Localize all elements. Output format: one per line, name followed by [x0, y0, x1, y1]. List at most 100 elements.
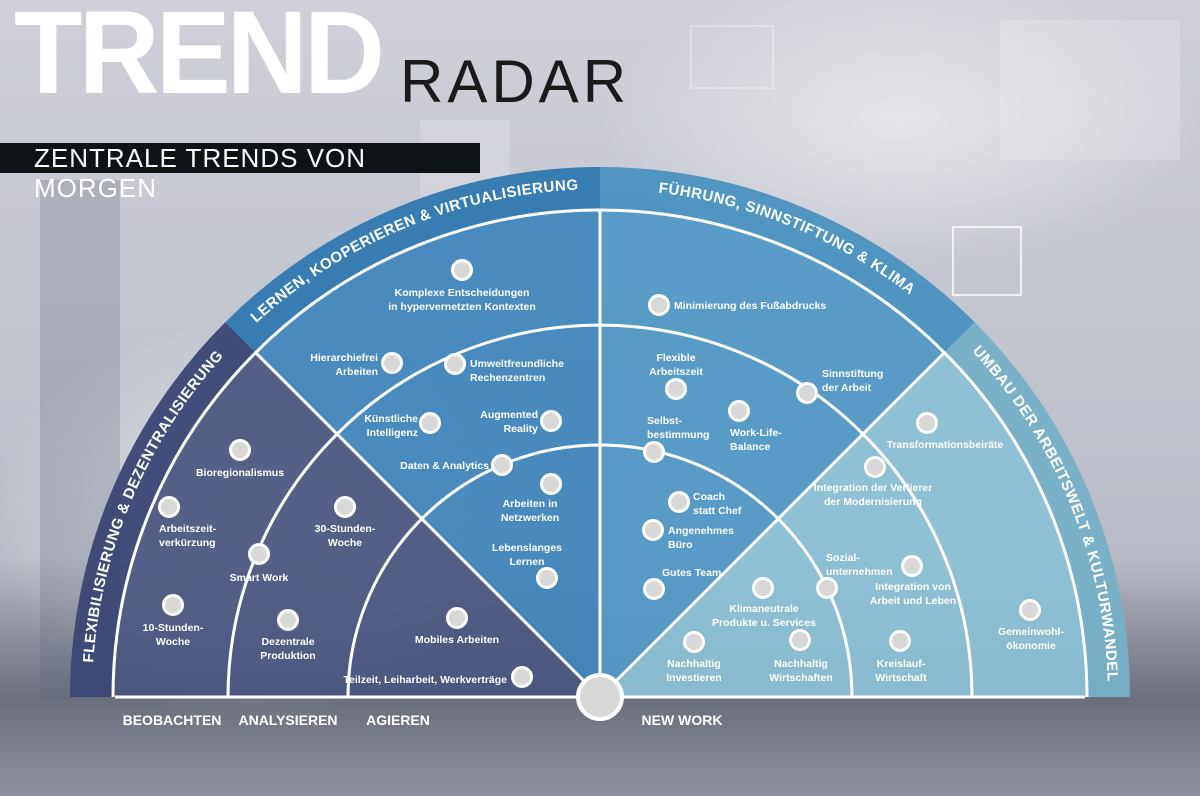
trend-label-line: in hypervernetzten Kontexten [388, 301, 536, 313]
trend-dot[interactable] [916, 412, 938, 434]
trend-item[interactable]: Minimierung des Fußabdrucks [648, 294, 827, 316]
trend-dot[interactable] [540, 410, 562, 432]
sector-divider [598, 351, 946, 699]
trend-label-line: Dezentrale [261, 636, 314, 648]
sector-fuehrung [600, 210, 945, 697]
trend-dot[interactable] [642, 519, 664, 541]
trend-label: Daten & Analytics [400, 460, 489, 472]
trend-dot[interactable] [648, 294, 670, 316]
trend-dot[interactable] [419, 412, 441, 434]
trend-dot[interactable] [752, 577, 774, 599]
trend-item[interactable]: Daten & Analytics [400, 454, 513, 476]
trend-dot[interactable] [451, 259, 473, 281]
trend-label-line: Integration der Verlierer [814, 482, 932, 494]
trend-dot[interactable] [446, 607, 468, 629]
trend-item[interactable]: Work-Life-Balance [728, 400, 783, 454]
trend-dot[interactable] [643, 578, 665, 600]
trend-dot[interactable] [864, 456, 886, 478]
trend-dot[interactable] [381, 352, 403, 374]
trend-item[interactable]: Gutes Team [643, 567, 722, 600]
trend-dot[interactable] [162, 594, 184, 616]
sector-divider [254, 351, 602, 699]
trend-item[interactable]: Kreislauf-Wirtschaft [875, 630, 927, 685]
trend-item[interactable]: Mobiles Arbeiten [415, 607, 499, 647]
trend-label-line: Produkte u. Services [712, 617, 816, 629]
trend-label-line: Angenehmes [668, 525, 734, 537]
trend-item[interactable]: Bioregionalismus [196, 439, 284, 480]
sector-band-lernen [225, 167, 600, 353]
trend-item[interactable]: Sozial-unternehmen [816, 552, 893, 599]
trend-dot[interactable] [248, 543, 270, 565]
trend-dot[interactable] [901, 555, 923, 577]
trend-item[interactable]: 30-Stunden-Woche [315, 496, 376, 550]
trend-label-line: Arbeitszeit- [159, 523, 217, 535]
stage-label-beobachten: BEOBACHTEN [123, 712, 222, 728]
trend-dot[interactable] [511, 666, 533, 688]
trend-dot[interactable] [444, 353, 466, 375]
trend-item[interactable]: Arbeitszeit-verkürzung [158, 496, 217, 550]
trend-label-line: Umweltfreundliche [470, 358, 564, 370]
sector-umbau [600, 352, 1087, 697]
stage-label-new-work: NEW WORK [642, 712, 723, 728]
trend-dot[interactable] [728, 400, 750, 422]
trend-dot[interactable] [816, 577, 838, 599]
trend-label: Sozial-unternehmen [826, 552, 893, 578]
trend-item[interactable]: Transformationsbeiräte [887, 412, 1004, 452]
stage-label-analysieren: ANALYSIEREN [238, 712, 337, 728]
trend-label-line: statt Chef [693, 505, 742, 517]
trend-dot[interactable] [158, 496, 180, 518]
trend-dot[interactable] [1019, 599, 1041, 621]
trend-label-line: Lebenslanges [492, 542, 562, 554]
trend-label-line: Daten & Analytics [400, 460, 489, 472]
sector-band-flexibilisierung [70, 322, 256, 697]
trend-item[interactable]: 10-Stunden-Woche [143, 594, 204, 649]
trend-label-line: Augmented [480, 409, 538, 421]
trend-label-line: Integration von [875, 581, 951, 593]
trend-dot[interactable] [889, 630, 911, 652]
trend-item[interactable]: Selbst-bestimmung [643, 415, 710, 463]
trend-dot[interactable] [796, 382, 818, 404]
trend-dot[interactable] [789, 629, 811, 651]
subtitle-banner: ZENTRALE TRENDS VON MORGEN [0, 143, 480, 203]
trend-dot[interactable] [536, 567, 558, 589]
trend-dot[interactable] [643, 441, 665, 463]
trend-dot[interactable] [668, 491, 690, 513]
trend-dot[interactable] [491, 454, 513, 476]
trend-label-line: Lernen [509, 556, 544, 568]
trend-item[interactable]: Smart Work [230, 543, 289, 585]
trend-dot[interactable] [665, 378, 687, 400]
trend-dot[interactable] [229, 439, 251, 461]
trend-dot[interactable] [334, 496, 356, 518]
trend-dot[interactable] [277, 609, 299, 631]
trend-dot[interactable] [683, 631, 705, 653]
trend-item[interactable]: Gemeinwohl-ökonomie [998, 599, 1064, 653]
trend-dot[interactable] [540, 473, 562, 495]
trend-label: Kreislauf-Wirtschaft [875, 658, 927, 684]
trend-item[interactable]: Teilzeit, Leiharbeit, Werkverträge [343, 666, 533, 688]
